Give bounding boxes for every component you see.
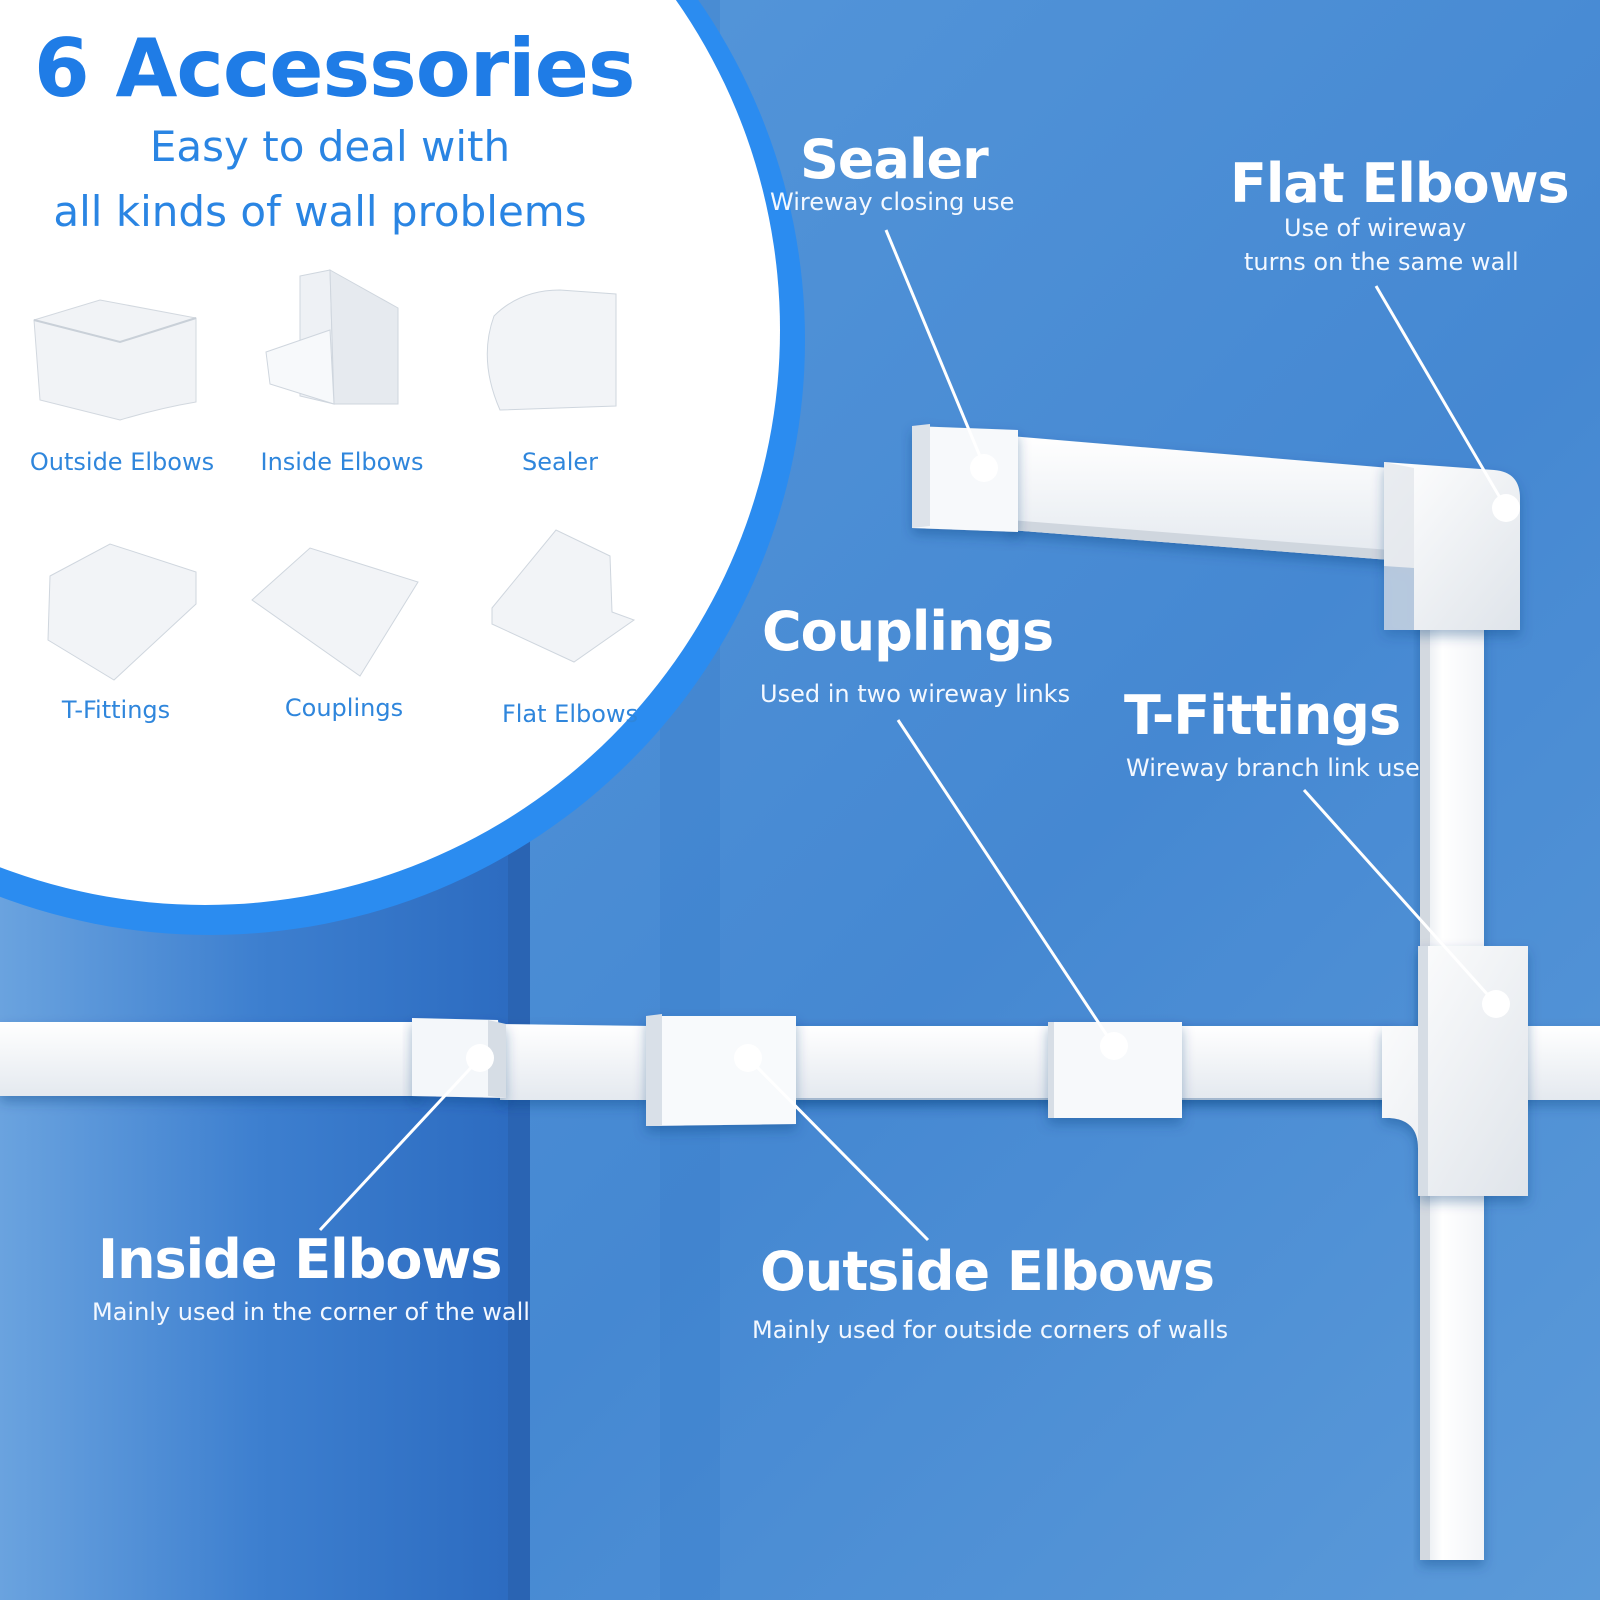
callout-desc-couplings: Used in two wireway links bbox=[760, 680, 1071, 708]
callout-desc-flat-elbows-1: Use of wireway bbox=[1284, 214, 1467, 242]
top-duct bbox=[1010, 436, 1390, 560]
inside-elbow-part bbox=[412, 1018, 506, 1098]
thumb-t-fitting-icon bbox=[47, 543, 197, 681]
callout-desc-flat-elbows-2: turns on the same wall bbox=[1244, 248, 1519, 276]
callout-title-inside-elbows: Inside Elbows bbox=[98, 1228, 502, 1291]
flat-elbow-part bbox=[1384, 462, 1520, 630]
thumb-label-couplings: Couplings bbox=[284, 694, 404, 722]
callout-title-outside-elbows: Outside Elbows bbox=[760, 1240, 1215, 1303]
thumb-outside-elbow-icon bbox=[33, 299, 197, 421]
thumb-coupling-icon bbox=[251, 547, 419, 677]
thumb-label-t-fittings: T-Fittings bbox=[61, 696, 171, 724]
subtitle-line-1: Easy to deal with bbox=[149, 122, 511, 171]
thumb-label-flat-elbows: Flat Elbows bbox=[501, 700, 639, 728]
subtitle-line-2: all kinds of wall problems bbox=[53, 187, 587, 236]
callout-title-couplings: Couplings bbox=[762, 600, 1054, 663]
thumb-flat-elbow-icon bbox=[491, 529, 636, 663]
callout-desc-outside-elbows: Mainly used for outside corners of walls bbox=[752, 1316, 1229, 1344]
wall-corner-edge bbox=[508, 838, 530, 1600]
wall-left bbox=[0, 840, 520, 1600]
thumb-label-sealer: Sealer bbox=[521, 448, 598, 476]
callout-desc-sealer: Wireway closing use bbox=[770, 188, 1015, 216]
thumb-inside-elbow-icon bbox=[265, 269, 399, 405]
sealer-part bbox=[912, 424, 1018, 532]
outside-elbow-part bbox=[646, 1014, 796, 1126]
callout-title-sealer: Sealer bbox=[800, 128, 989, 191]
callout-dots bbox=[466, 454, 1520, 1072]
callout-title-t-fittings: T-Fittings bbox=[1124, 684, 1401, 747]
page-title: 6 Accessories bbox=[34, 22, 635, 115]
thumb-sealer-icon bbox=[486, 289, 617, 411]
callout-desc-inside-elbows: Mainly used in the corner of the wall bbox=[92, 1298, 530, 1326]
callout-title-flat-elbows: Flat Elbows bbox=[1230, 152, 1570, 215]
callout-desc-t-fittings: Wireway branch link use bbox=[1126, 754, 1420, 782]
callout-lines bbox=[318, 229, 1508, 1242]
info-circle bbox=[0, 0, 780, 905]
thumb-label-inside-elbows: Inside Elbows bbox=[260, 448, 424, 476]
thumb-label-outside-elbows: Outside Elbows bbox=[29, 448, 215, 476]
